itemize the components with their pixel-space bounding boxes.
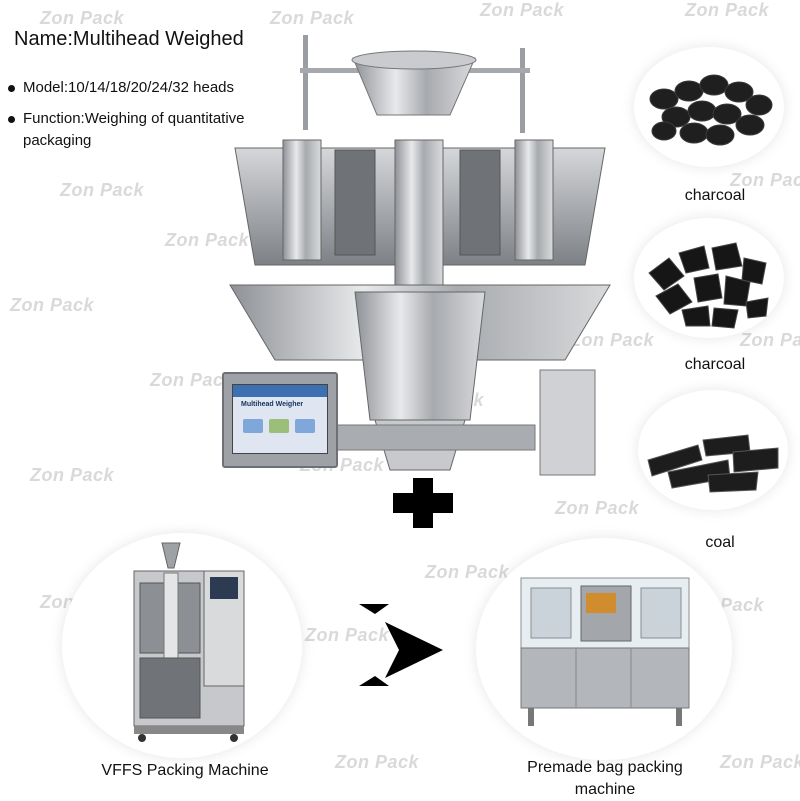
watermark: Zon Pack — [30, 465, 115, 485]
watermark: Zon Pack — [480, 0, 565, 20]
hmi-title: Multihead Weigher — [241, 401, 304, 408]
watermark: Zon Pack — [570, 330, 655, 350]
watermark: Zon Pack — [730, 170, 800, 190]
bullet-text: Function:Weighing of quantitative packag… — [23, 110, 245, 149]
watermark: Zon Pack — [270, 8, 355, 28]
watermark: Zon Pack — [60, 180, 145, 200]
vffs-machine-image — [62, 533, 302, 758]
bullet-model: Model:10/14/18/20/24/32 heads — [8, 77, 278, 99]
bullet-function: Function:Weighing of quantitative packag… — [8, 108, 278, 152]
watermark: Zon Pack — [740, 330, 800, 350]
bullet-icon — [8, 85, 15, 92]
watermark: Zon Pack — [685, 0, 770, 20]
watermark: Zon Pack — [40, 8, 125, 28]
hmi-screen: Multihead Weigher — [232, 384, 328, 454]
product-caption: coal — [705, 534, 735, 551]
bullet-icon — [8, 116, 15, 123]
product-image-charcoal-briquettes — [634, 47, 784, 167]
premade-bag-machine-image — [476, 538, 732, 760]
watermark: Zon Pack — [150, 370, 235, 390]
watermark: Zon Pack — [555, 498, 640, 518]
watermark: Zon Pack — [10, 295, 95, 315]
product-caption: charcoal — [684, 356, 746, 373]
watermark: Zon Pack — [425, 562, 510, 582]
watermark: Zon Pack — [720, 752, 800, 772]
vffs-machine-label: VFFS Packing Machine — [101, 762, 269, 779]
watermark: Zon Pack — [335, 752, 420, 772]
arrow-right-icon — [359, 604, 443, 686]
watermark: Zon Pack — [305, 625, 390, 645]
multihead-weigher-image — [229, 35, 611, 476]
watermark: Zon Pack — [165, 230, 250, 250]
product-image-coal-sticks — [638, 390, 788, 510]
product-image-charcoal-lumps — [634, 218, 784, 338]
hmi-panel: Multihead Weigher — [222, 372, 338, 468]
cross-connector-icon — [393, 478, 453, 528]
premade-machine-label: Premade bag packing machine — [527, 759, 683, 798]
bullet-text: Model:10/14/18/20/24/32 heads — [23, 79, 235, 96]
product-caption: charcoal — [684, 187, 746, 204]
page-title: Name:Multihead Weighed — [14, 28, 244, 50]
